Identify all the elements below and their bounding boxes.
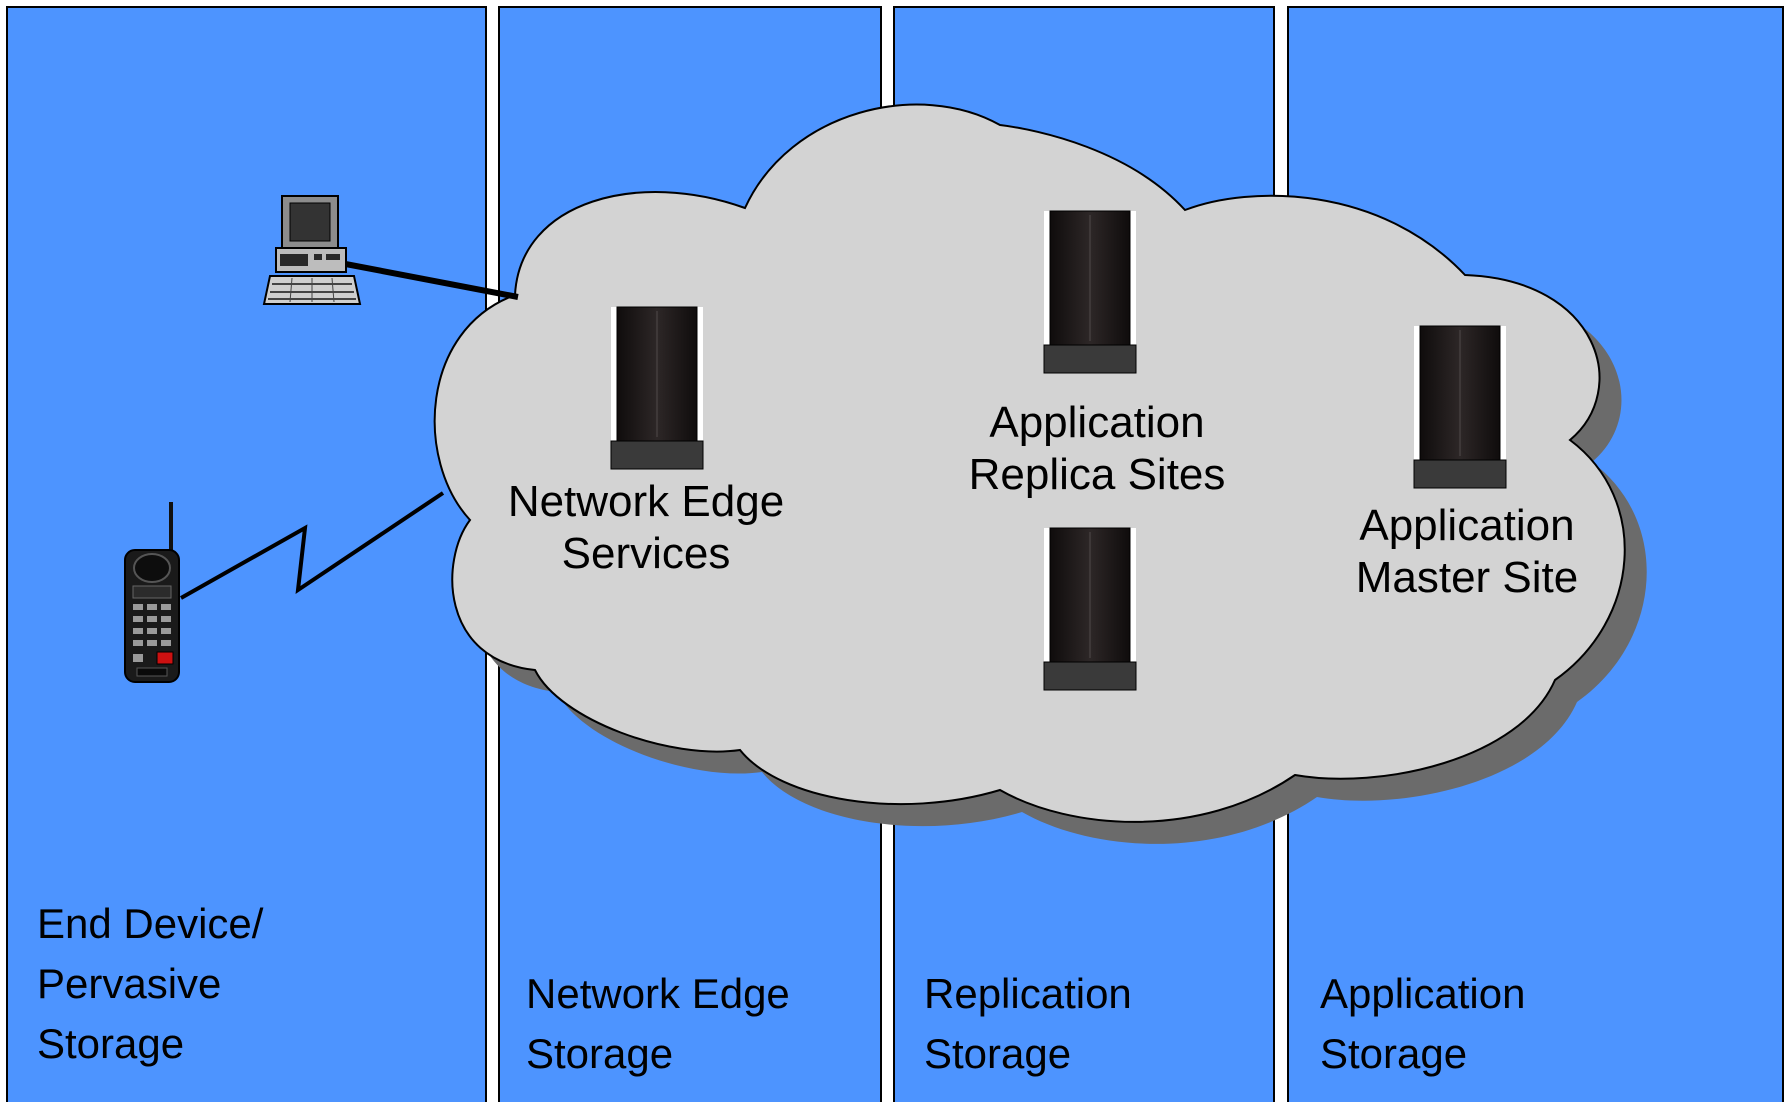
- cloud-label-line: Services: [561, 529, 731, 578]
- column-label-line: Pervasive: [37, 960, 222, 1007]
- server-tower-icon: [1043, 210, 1137, 374]
- server-tower-icon: [1413, 325, 1507, 489]
- column-label-line: Storage: [37, 1020, 185, 1067]
- network-edge-services-label: Network Edge Services: [486, 476, 806, 580]
- cloud-label-line: Application: [989, 398, 1205, 447]
- application-master-site-label: Application Master Site: [1317, 500, 1617, 604]
- column-label-line: Storage: [1320, 1030, 1468, 1077]
- column-end-device-storage: End Device/ Pervasive Storage: [6, 6, 487, 1102]
- cloud-label-line: Application: [1359, 501, 1575, 550]
- column-label-network-edge: Network Edge Storage: [526, 964, 790, 1084]
- column-label-line: Replication: [924, 970, 1132, 1017]
- column-label-line: Network Edge: [526, 970, 790, 1017]
- cloud-label-line: Network Edge: [507, 477, 785, 526]
- server-tower-icon: [610, 306, 704, 470]
- column-label-end-device: End Device/ Pervasive Storage: [37, 894, 263, 1074]
- column-label-replication: Replication Storage: [924, 964, 1132, 1084]
- cloud-label-line: Replica Sites: [968, 450, 1226, 499]
- desktop-connection-line: [334, 259, 519, 300]
- column-label-line: Application: [1320, 970, 1526, 1017]
- column-label-line: Storage: [526, 1030, 674, 1077]
- column-label-line: End Device/: [37, 900, 264, 947]
- cloud-label-line: Master Site: [1355, 553, 1579, 602]
- desktop-computer-icon: [262, 195, 362, 305]
- wireless-connection-line: [180, 491, 445, 600]
- server-tower-icon: [1043, 527, 1137, 691]
- cordless-phone-icon: [124, 502, 180, 683]
- network-cloud: [433, 103, 1626, 823]
- column-label-line: Storage: [924, 1030, 1072, 1077]
- column-label-application: Application Storage: [1320, 964, 1525, 1084]
- application-replica-sites-label: Application Replica Sites: [937, 397, 1257, 501]
